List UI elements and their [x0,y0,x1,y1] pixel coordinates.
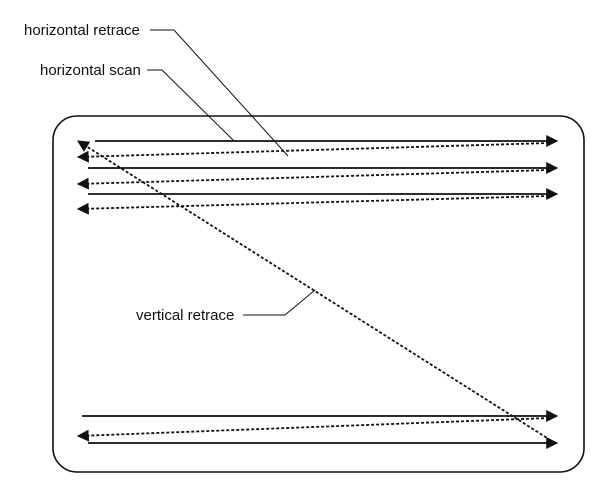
retrace-line [76,195,550,215]
leader-horizontal-scan [147,69,235,142]
retrace-line [76,169,550,190]
label-vertical-retrace: vertical retrace [136,307,234,324]
leader-lines [147,29,316,316]
leader-vertical-retrace [243,289,316,316]
label-horizontal-scan: horizontal scan [40,62,141,79]
horizontal-retrace-lines [76,142,550,442]
screen-frame [52,115,585,473]
vertical-retrace-line [76,140,556,444]
retrace-line [76,142,550,163]
leader-horizontal-retrace [150,29,289,157]
retrace-line [76,417,550,442]
horizontal-scan-lines [82,135,559,449]
label-horizontal-retrace: horizontal retrace [24,22,140,39]
